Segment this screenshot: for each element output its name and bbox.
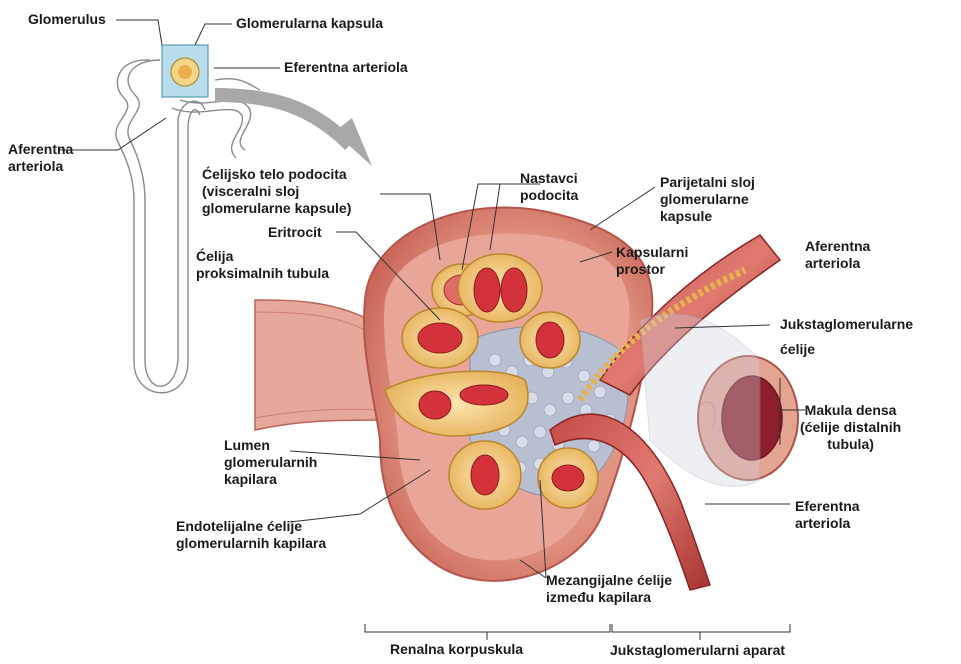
nephron-overview <box>116 60 260 393</box>
label-glomerulus: Glomerulus <box>28 11 106 28</box>
label-jukstaglomerularni-aparat: Jukstaglomerularni aparat <box>610 642 785 659</box>
label-eritrocit: Eritrocit <box>268 224 322 241</box>
label-renalna-korpuskula: Renalna korpuskula <box>390 641 523 658</box>
label-eferentna-arteriola-top: Eferentna arteriola <box>284 59 408 76</box>
label-glomerularna-kapsula: Glomerularna kapsula <box>236 15 383 32</box>
